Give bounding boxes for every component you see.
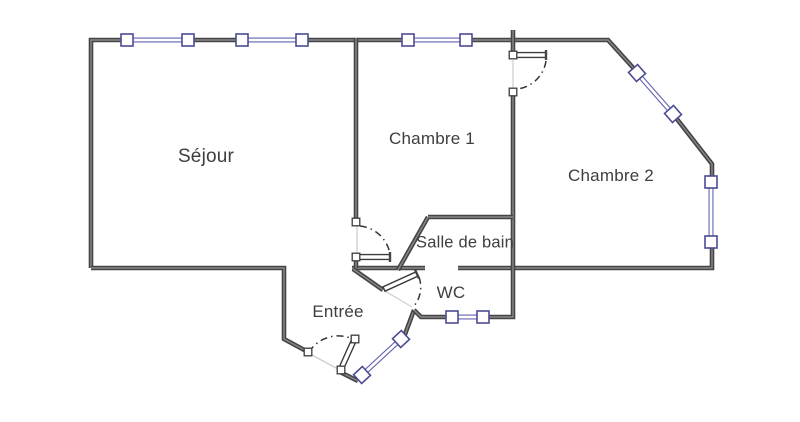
wall-core xyxy=(458,246,713,269)
wall xyxy=(488,94,516,320)
door-jamb-cap xyxy=(303,347,313,357)
room-label-salle-de-bain: Salle de bain xyxy=(415,233,515,252)
door-jamb-cap xyxy=(350,334,360,344)
window-cap xyxy=(459,33,473,47)
wall-core xyxy=(403,309,415,338)
wall xyxy=(466,37,639,74)
room-label-entree: Entrée xyxy=(312,302,364,321)
door-leaf xyxy=(382,270,419,293)
door-leaf xyxy=(356,253,391,261)
door-swing-arc xyxy=(516,60,547,90)
wall-core xyxy=(413,309,447,318)
window-cap xyxy=(391,329,411,349)
window-glazing-inner xyxy=(361,337,402,377)
window-cap xyxy=(235,33,249,47)
window-cap xyxy=(181,33,195,47)
wall xyxy=(671,112,715,177)
door-jamb-cap xyxy=(508,87,518,97)
door-leaf xyxy=(513,51,547,59)
window-cap xyxy=(295,33,309,47)
window-cap xyxy=(401,33,415,47)
door-leaf-end-bar xyxy=(413,268,421,280)
wall-core xyxy=(91,267,309,353)
wall xyxy=(88,37,127,268)
room-label-chambre-1: Chambre 1 xyxy=(389,129,475,148)
wall-core xyxy=(488,94,514,318)
window-cap xyxy=(120,33,134,47)
window-cap xyxy=(627,63,647,83)
door-closed-trace xyxy=(309,353,339,370)
door-jamb-cap xyxy=(351,217,361,227)
room-label-sejour: Séjour xyxy=(177,146,235,167)
door-jamb-cap xyxy=(351,252,361,262)
window-cap xyxy=(704,235,718,249)
room-label-chambre-2: Chambre 2 xyxy=(568,166,654,185)
window-cap xyxy=(445,310,459,324)
wall xyxy=(91,265,310,355)
door-swing-arc xyxy=(359,225,391,255)
wall-core xyxy=(90,39,127,268)
door-jamb-cap xyxy=(336,365,346,375)
door-leaf xyxy=(337,338,358,371)
window-cap xyxy=(663,104,683,124)
door-swing-arc xyxy=(413,276,422,307)
wall-core xyxy=(672,113,713,177)
wall xyxy=(412,308,447,320)
window-cap xyxy=(476,310,490,324)
door-closed-trace xyxy=(384,290,413,308)
window-glazing-inner xyxy=(635,72,675,115)
wall-core xyxy=(352,268,384,291)
window-cap xyxy=(704,175,718,189)
door-jamb-cap xyxy=(508,50,518,60)
room-label-wc: WC xyxy=(436,283,466,302)
wall-core xyxy=(397,216,429,271)
window-cap xyxy=(352,365,372,385)
